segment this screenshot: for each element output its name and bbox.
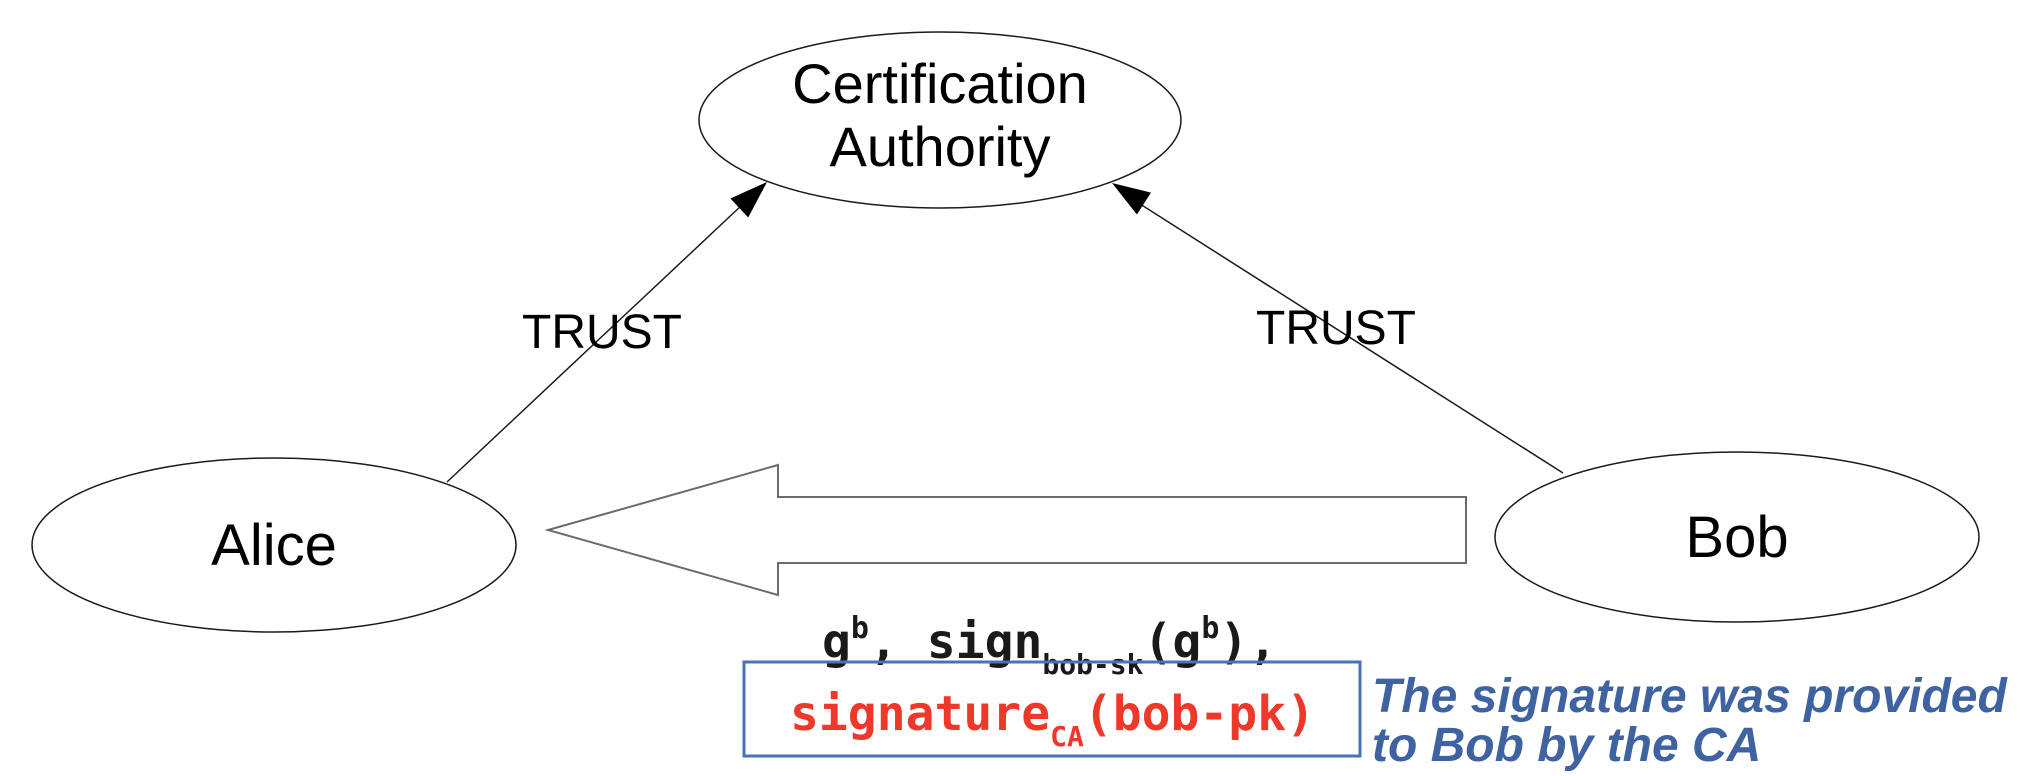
ca-node-label: Authority bbox=[830, 115, 1051, 178]
alice-node-label: Alice bbox=[211, 513, 337, 578]
signature-word: signature bbox=[790, 686, 1050, 742]
key-exchange-message: gb, signbob-sk(gb), bbox=[822, 611, 1277, 681]
signature-args: (bob-pk) bbox=[1084, 686, 1315, 742]
message-exponent-b: b bbox=[851, 611, 869, 646]
alice-to-ca-trust-line bbox=[446, 204, 743, 483]
alice-to-ca-arrowhead-icon bbox=[730, 182, 767, 218]
ca-node-label: Certification bbox=[792, 52, 1088, 115]
annotation-line2: to Bob by the CA bbox=[1372, 719, 1761, 772]
trust-label-right: TRUST bbox=[1256, 302, 1416, 355]
bob-to-ca-arrowhead-icon bbox=[1112, 183, 1151, 215]
trust-label-left: TRUST bbox=[522, 306, 682, 359]
annotation-line1: The signature was provided bbox=[1372, 670, 2008, 723]
ca-signature-text: signatureCA(bob-pk) bbox=[790, 686, 1315, 753]
signature-highlight-box bbox=[742, 660, 1362, 758]
ca-node-ellipse bbox=[698, 31, 1182, 209]
alice-node-ellipse bbox=[31, 457, 517, 633]
message-subscript-bob-sk: bob-sk bbox=[1042, 648, 1143, 681]
bob-node-label: Bob bbox=[1685, 505, 1788, 570]
bob-node-ellipse bbox=[1494, 451, 1980, 623]
signature-subscript-ca: CA bbox=[1050, 720, 1084, 753]
bob-to-ca-trust-line bbox=[1139, 203, 1564, 474]
message-exponent-b2: b bbox=[1201, 611, 1219, 646]
bob-to-alice-block-arrow bbox=[544, 463, 1467, 597]
